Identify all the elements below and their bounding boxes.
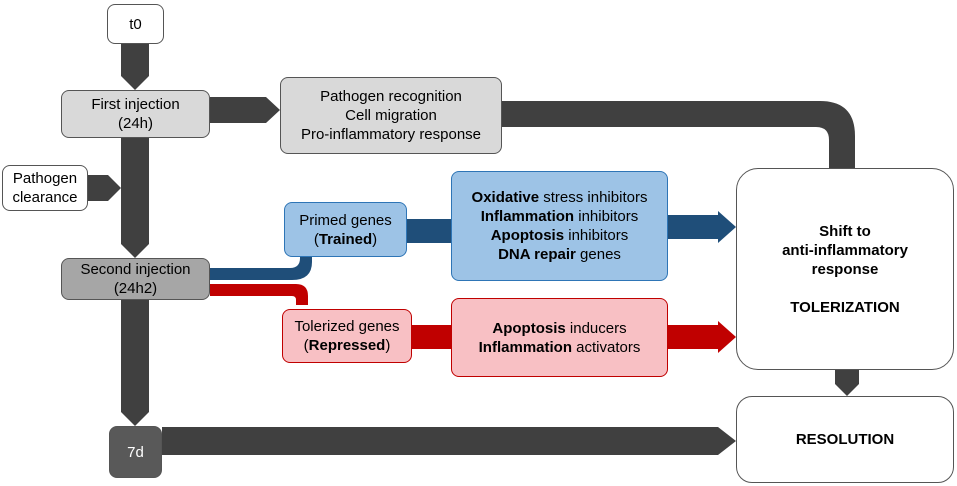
tolerized-genes-bold: Repressed (308, 337, 386, 354)
tolerized-genes-close: ) (385, 337, 391, 354)
blue-effects-line2: Inflammation inhibitors (481, 207, 639, 226)
first-injection-line1: First injection (91, 96, 180, 113)
tolerized-to-effects-arrow (412, 325, 452, 349)
pink-effects-box: Apoptosis inducers Inflammation activato… (451, 298, 668, 377)
second-to-tolerized-arrow (210, 284, 308, 305)
resolution-label: RESOLUTION (795, 431, 895, 448)
pathogen-recognition-line2: Cell migration (345, 107, 437, 124)
blue-effects-to-shift-arrow (668, 215, 718, 239)
blue-effects-l1-rest: stress inhibitors (539, 189, 648, 206)
primed-genes-open: ( (313, 230, 319, 248)
pathogen-clearance-box: Pathogen clearance (2, 165, 88, 211)
seven-d-box: 7d (109, 426, 162, 478)
first-to-recognition-head (266, 97, 280, 123)
blue-effects-box: Oxidative stress inhibitors Inflammation… (451, 171, 668, 281)
pink-effects-l1-rest: inducers (565, 319, 627, 337)
blue-effects-l3-bold: Apoptosis (490, 227, 565, 244)
first-to-recognition-arrow (210, 97, 266, 123)
seven-d-to-resolution-arrow (162, 427, 718, 455)
shift-to-resolution-arrow (835, 370, 859, 384)
spine-arrow-head-1 (121, 76, 149, 90)
t0-box: t0 (107, 4, 164, 44)
shift-box: Shift to anti-inflammatory response TOLE… (736, 168, 954, 370)
primed-genes-close: ) (372, 230, 378, 248)
shift-line3: response (811, 260, 879, 278)
blue-effects-l2-bold: Inflammation (480, 208, 575, 225)
pathogen-recognition-line1: Pathogen recognition (320, 88, 462, 105)
tolerized-genes-line1: Tolerized genes (294, 318, 400, 335)
shift-to-resolution-head (835, 384, 859, 396)
tolerized-genes-open: ( (303, 337, 309, 354)
blue-effects-l4-bold: DNA repair (498, 246, 576, 263)
tolerized-genes-box: Tolerized genes (Repressed) (282, 309, 412, 363)
pink-effects-line1: Apoptosis inducers (492, 319, 626, 338)
blue-effects-l3-rest: inhibitors (564, 227, 629, 244)
seven-d-to-resolution-head (718, 427, 736, 455)
primed-genes-line1: Primed genes (299, 211, 392, 229)
pink-effects-l2-rest: activators (571, 338, 641, 356)
clearance-arrow (88, 175, 108, 201)
pink-effects-l2-bold: Inflammation (478, 338, 572, 356)
recognition-to-shift-arrow (502, 101, 855, 168)
blue-effects-l1-bold: Oxidative (471, 189, 540, 206)
primed-genes-box: Primed genes (Trained) (284, 202, 407, 257)
pathogen-recognition-line3: Pro-inflammatory response (300, 126, 482, 143)
t0-label: t0 (129, 15, 142, 33)
pathogen-clearance-line1: Pathogen (12, 170, 78, 187)
second-to-primed-arrow (210, 252, 312, 280)
blue-effects-l2-rest: inhibitors (574, 208, 639, 225)
blue-effects-line1: Oxidative stress inhibitors (472, 188, 648, 207)
primed-genes-bold: Trained (318, 230, 373, 248)
pink-effects-l1-bold: Apoptosis (492, 319, 566, 337)
second-injection-box: Second injection (24h2) (61, 258, 210, 300)
shift-line2: anti-inflammatory (782, 241, 908, 259)
primed-genes-line2: (Trained) (314, 230, 377, 249)
pathogen-recognition-box: Pathogen recognition Cell migration Pro-… (280, 77, 502, 154)
pathogen-clearance-line2: clearance (12, 189, 78, 206)
spine-arrow-low (121, 300, 149, 412)
blue-effects-to-shift-head (718, 211, 736, 243)
clearance-arrow-head (108, 175, 121, 201)
shift-line1: Shift to (819, 222, 871, 240)
seven-d-label: 7d (127, 443, 144, 461)
shift-line4: TOLERIZATION (790, 298, 900, 316)
blue-effects-l4-rest: genes (575, 246, 621, 263)
pink-effects-to-shift-arrow (668, 325, 718, 349)
pink-effects-to-shift-head (718, 321, 736, 353)
first-injection-line2: (24h) (117, 115, 154, 132)
blue-effects-line4: DNA repair genes (498, 245, 621, 264)
tolerized-genes-line2: (Repressed) (304, 336, 391, 355)
second-injection-line1: Second injection (80, 261, 191, 278)
spine-arrow-head-3 (121, 412, 149, 426)
first-injection-box: First injection (24h) (61, 90, 210, 138)
spine-arrow-top (121, 44, 149, 76)
spine-arrow-mid (121, 138, 149, 244)
blue-effects-line3: Apoptosis inhibitors (491, 226, 629, 245)
pink-effects-line2: Inflammation activators (479, 338, 641, 357)
resolution-box: RESOLUTION (736, 396, 954, 483)
primed-to-effects-arrow (407, 219, 453, 243)
spine-arrow-head-2 (121, 244, 149, 258)
second-injection-line2: (24h2) (113, 280, 158, 297)
